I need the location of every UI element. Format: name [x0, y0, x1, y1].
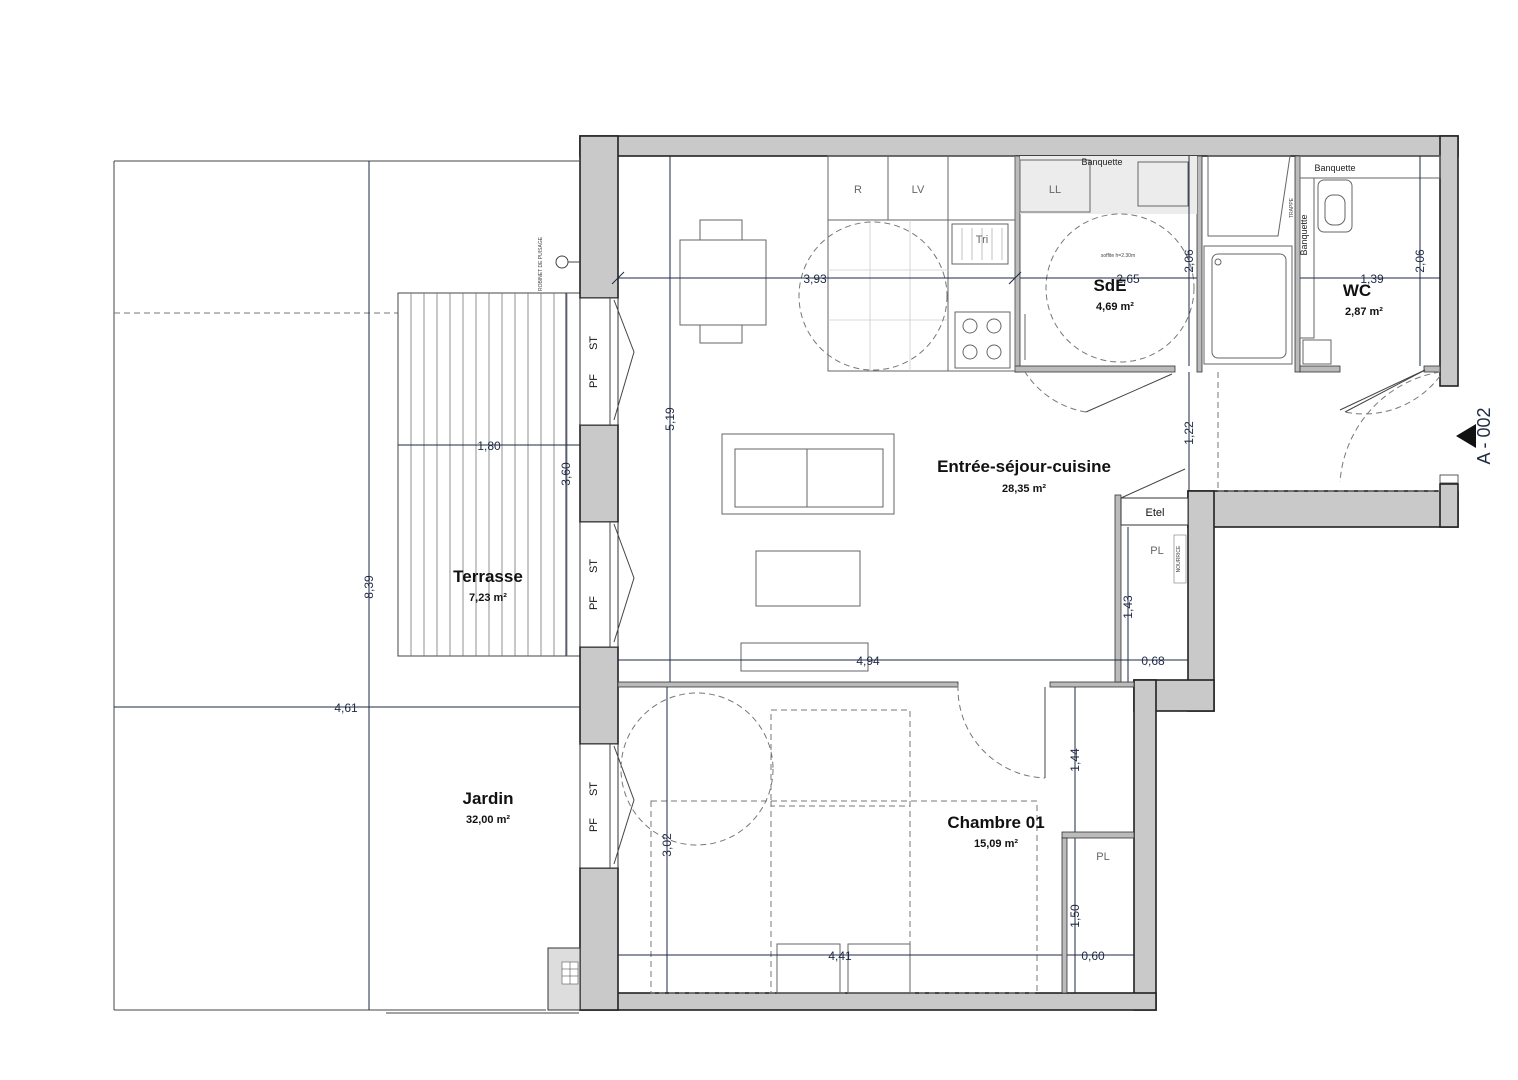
section-ref-label: A - 002 — [1474, 407, 1494, 464]
banquette-sde-label: Banquette — [1081, 157, 1122, 167]
window-2: ST PF — [579, 521, 635, 648]
banquette-wc-label: Banquette — [1314, 163, 1355, 173]
room-name-terrasse: Terrasse — [453, 567, 523, 586]
coffee-table — [755, 550, 861, 607]
room-name-sejour: Entrée-séjour-cuisine — [937, 457, 1111, 476]
dishwasher-label: LV — [912, 184, 925, 196]
dim-terrasse-width: 1,80 — [477, 439, 501, 453]
dim-chambre-width: 4,41 — [828, 949, 852, 963]
garden-boundary — [113, 160, 579, 1014]
room-name-jardin: Jardin — [462, 789, 513, 808]
entry-door — [1217, 369, 1459, 492]
pf-label-2: PF — [588, 596, 600, 610]
room-area-sde: 4,69 m² — [1096, 301, 1134, 313]
room-area-terrasse: 7,23 m² — [469, 592, 507, 604]
dim-chambre-placard-depth: 1,50 — [1068, 904, 1082, 928]
soffite-label: soffite h=2.30m — [1101, 253, 1135, 259]
room-name-chambre: Chambre 01 — [947, 813, 1044, 832]
dim-placard-width-top: 0,68 — [1141, 654, 1165, 668]
dim-placard-width-bottom: 0,60 — [1081, 949, 1105, 963]
section-arrow-icon — [1456, 424, 1476, 448]
window-1: ST PF — [579, 297, 635, 426]
banquette-vertical-label: Banquette — [1299, 214, 1309, 255]
dim-sde-depth: 2,06 — [1182, 249, 1196, 273]
trappe-label: TRAPPE — [1289, 197, 1295, 218]
st-label-1: ST — [588, 336, 600, 350]
placard-bottom-label: PL — [1096, 851, 1109, 863]
walls — [579, 135, 1459, 1011]
dim-placard-depth-top: 1,43 — [1121, 595, 1135, 619]
tv-unit — [740, 642, 869, 672]
dim-sde-width: 2,65 — [1116, 272, 1140, 286]
dim-wc-width: 1,39 — [1360, 272, 1384, 286]
robinet-label: ROBINET DE PUISAGE — [538, 236, 544, 291]
room-name-wc: WC — [1343, 281, 1371, 300]
dim-terrasse-depth: 3,60 — [559, 462, 573, 486]
etel-placard: Etel NOURRICE PL — [1120, 468, 1189, 584]
wc-fixtures: Banquette TRAPPE Banquette — [1289, 155, 1441, 415]
dim-jardin-depth: 8,39 — [362, 575, 376, 599]
dim-kitchen-width: 3,93 — [803, 272, 827, 286]
dimension-lines — [114, 156, 1440, 1010]
pf-label-3: PF — [588, 818, 600, 832]
robinet: ROBINET DE PUISAGE — [538, 236, 580, 291]
dim-sejour-width: 4,94 — [856, 654, 880, 668]
room-labels: Entrée-séjour-cuisine 28,35 m² SdE 4,69 … — [453, 276, 1383, 850]
pf-label-1: PF — [588, 374, 600, 388]
room-area-jardin: 32,00 m² — [466, 814, 510, 826]
dim-chambre-door-offset: 1,44 — [1068, 748, 1082, 772]
regard — [547, 947, 581, 1011]
chambre-fixtures: PL — [620, 684, 1110, 994]
window-3: ST PF — [579, 743, 635, 869]
room-area-sejour: 28,35 m² — [1002, 483, 1046, 495]
dim-chambre-depth: 3,02 — [660, 833, 674, 857]
section-reference: A - 002 — [1456, 407, 1494, 465]
etel-label: Etel — [1146, 507, 1165, 519]
fridge-label: R — [854, 184, 862, 196]
room-name-sde: SdE — [1093, 276, 1126, 295]
dim-sejour-depth: 5,19 — [663, 407, 677, 431]
dining-table — [679, 219, 767, 344]
dimension-labels: 3,93 2,65 1,39 2,06 2,06 5,19 1,22 1,80 … — [334, 249, 1427, 963]
dim-wc-depth: 2,06 — [1413, 249, 1427, 273]
nourrice-label: NOURRICE — [1176, 545, 1182, 572]
dim-entry-depth: 1,22 — [1182, 421, 1196, 445]
st-label-2: ST — [588, 559, 600, 573]
washer-label: LL — [1049, 184, 1061, 196]
room-area-wc: 2,87 m² — [1345, 306, 1383, 318]
sofa — [721, 433, 895, 515]
trash-label: Tri — [976, 234, 988, 246]
kitchen: R LV Tri — [798, 155, 1016, 372]
dim-jardin-width: 4,61 — [334, 701, 358, 715]
placard-top-label: PL — [1150, 545, 1163, 557]
sde-fixtures: Banquette LL soffite h=2.30m — [1019, 155, 1293, 413]
st-label-3: ST — [588, 782, 600, 796]
terrasse-deck — [397, 292, 581, 657]
room-area-chambre: 15,09 m² — [974, 838, 1018, 850]
